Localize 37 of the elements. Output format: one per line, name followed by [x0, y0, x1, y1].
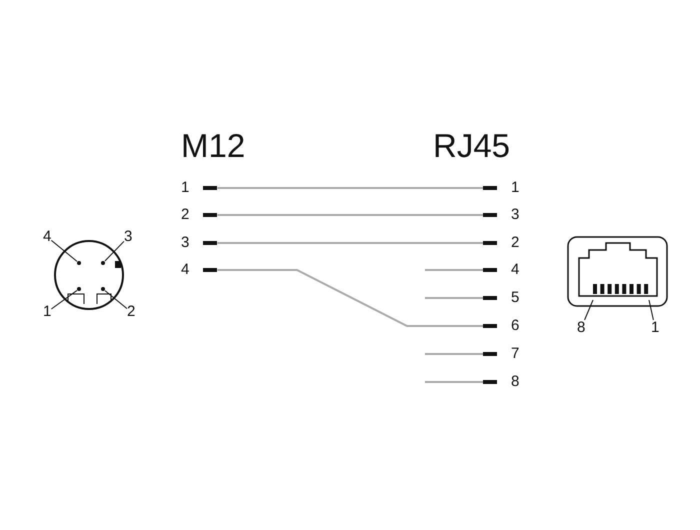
wire — [425, 297, 483, 299]
pin-number: 1 — [651, 320, 660, 336]
pin-number: 2 — [511, 235, 520, 251]
pin-number: 5 — [511, 290, 520, 306]
pin-number: 3 — [511, 207, 520, 223]
wire — [217, 187, 483, 189]
pin-dot — [101, 261, 105, 265]
pin-number: 8 — [511, 374, 520, 390]
connector-title: RJ45 — [433, 128, 510, 164]
pin-number: 6 — [511, 318, 520, 334]
pin-number: 3 — [181, 235, 190, 251]
wire — [425, 269, 483, 271]
pin-dot — [77, 287, 81, 291]
pin-number: 1 — [511, 180, 520, 196]
pin-dot — [101, 287, 105, 291]
pin-number: 1 — [43, 304, 52, 320]
leader-line — [584, 300, 594, 320]
wire — [217, 214, 483, 216]
pin-number: 8 — [577, 320, 586, 336]
pin-number: 1 — [181, 180, 190, 196]
pin-number: 2 — [127, 304, 136, 320]
pin-dot — [77, 261, 81, 265]
pin-number: 4 — [43, 229, 52, 245]
leader-line — [50, 240, 78, 262]
pin-number: 2 — [181, 207, 190, 223]
leader-line — [50, 290, 78, 310]
leader-line — [648, 300, 654, 320]
wire — [425, 381, 483, 383]
wire — [425, 353, 483, 355]
pin-number: 4 — [511, 262, 520, 278]
pin-number: 4 — [181, 262, 190, 278]
pin-number: 7 — [511, 346, 520, 362]
wire — [217, 269, 483, 327]
wire — [217, 242, 483, 244]
pin-number: 3 — [124, 229, 132, 245]
connector-title: M12 — [181, 128, 246, 164]
leader-line — [104, 290, 128, 310]
